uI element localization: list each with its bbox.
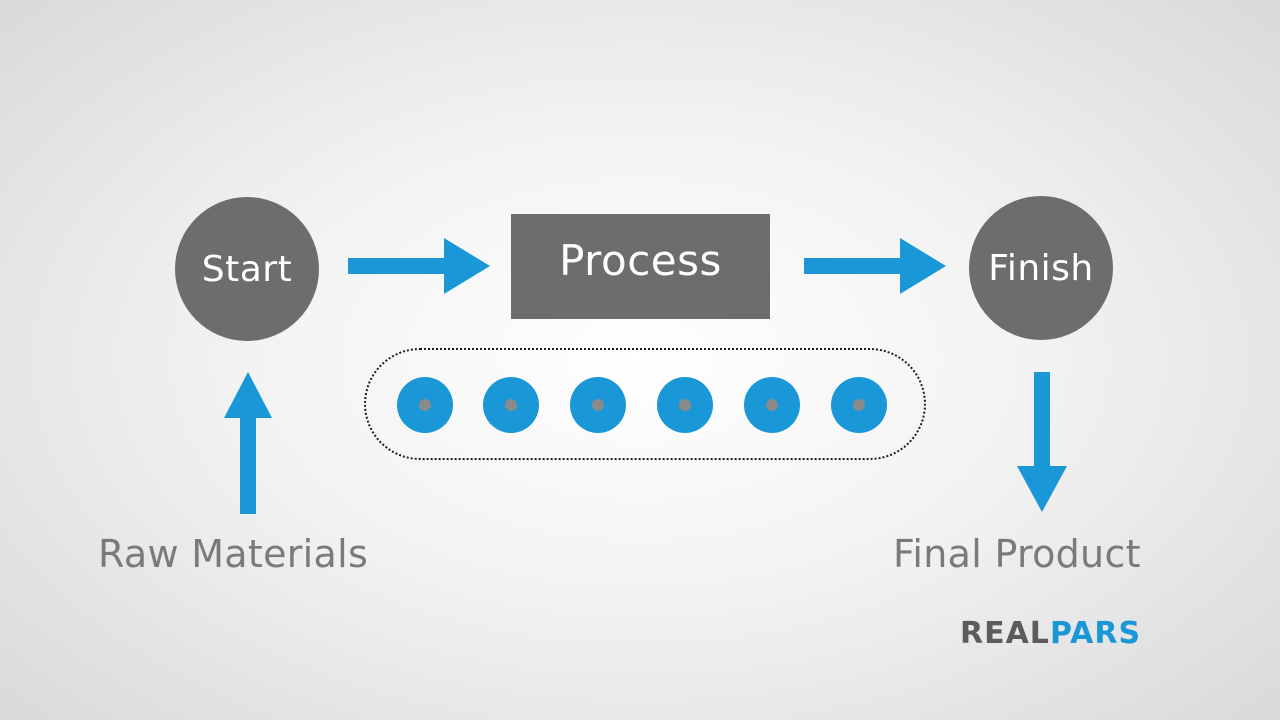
arrow-down-final-product-shape: [1017, 372, 1067, 512]
process-node: Process: [511, 214, 770, 319]
conveyor-roller: [397, 377, 453, 433]
conveyor-roller: [744, 377, 800, 433]
arrow-start-to-process-shape: [348, 238, 490, 294]
conveyor-roller: [483, 377, 539, 433]
logo-text-real: REAL: [960, 616, 1050, 651]
arrow-process-to-finish-shape: [804, 238, 946, 294]
process-node-label: Process: [559, 236, 722, 285]
start-node-label: Start: [201, 248, 293, 290]
realpars-logo: REALPARS: [960, 616, 1141, 651]
arrow-process-to-finish: [804, 238, 946, 294]
finish-node: Finish: [969, 196, 1113, 340]
start-node: Start: [175, 197, 319, 341]
conveyor-roller: [831, 377, 887, 433]
finish-node-label: Finish: [988, 247, 1094, 289]
arrow-up-raw-materials-shape: [224, 372, 272, 514]
arrow-down-final-product: [1017, 372, 1067, 512]
arrow-up-raw-materials: [224, 372, 272, 514]
logo-text-pars: PARS: [1049, 616, 1142, 651]
raw-materials-label: Raw Materials: [98, 532, 369, 576]
conveyor-belt: [364, 348, 926, 460]
final-product-label: Final Product: [893, 532, 1141, 576]
conveyor-roller: [570, 377, 626, 433]
arrow-start-to-process: [348, 238, 490, 294]
conveyor-roller: [657, 377, 713, 433]
